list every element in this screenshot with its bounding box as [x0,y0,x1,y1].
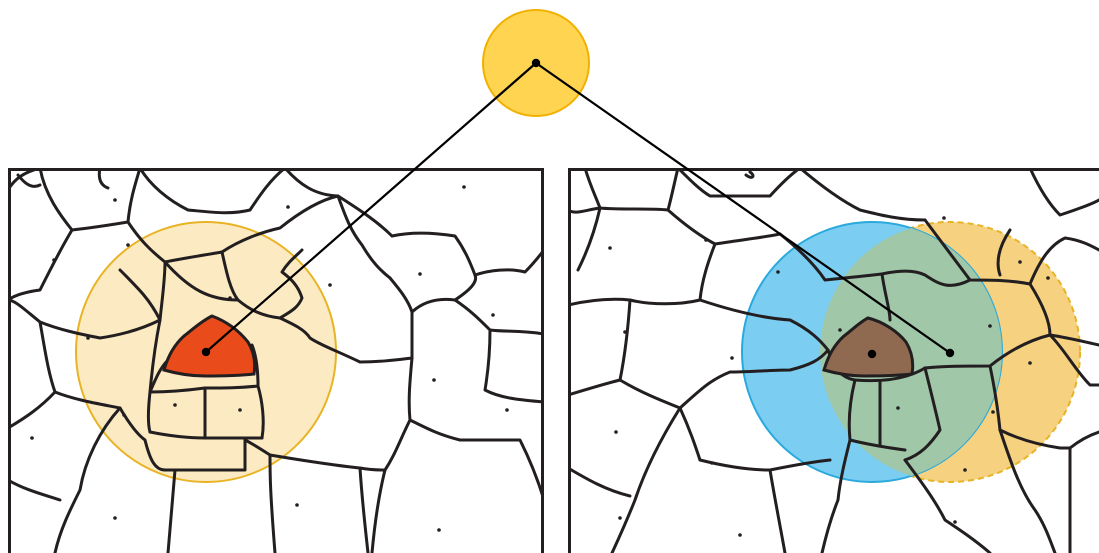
left-map-panel [8,168,544,553]
right-map-panel [568,168,1099,553]
connector-to-left-region [205,62,537,353]
top-center-dot [531,58,541,68]
right-dashed-center-dot [945,348,955,358]
left-selected-region [162,314,257,378]
left-panel-frame [8,168,544,553]
left-region-center-dot [201,347,211,357]
right-selected-region [822,316,915,378]
right-site-points [608,216,1050,537]
left-site-points [30,185,509,532]
right-region-center-dot [867,349,877,359]
connector-to-right-center [535,62,951,354]
connectors [205,62,951,354]
anchor-dots [201,58,955,359]
right-voronoi-edges [568,168,1099,553]
right-panel-frame [568,168,1099,553]
